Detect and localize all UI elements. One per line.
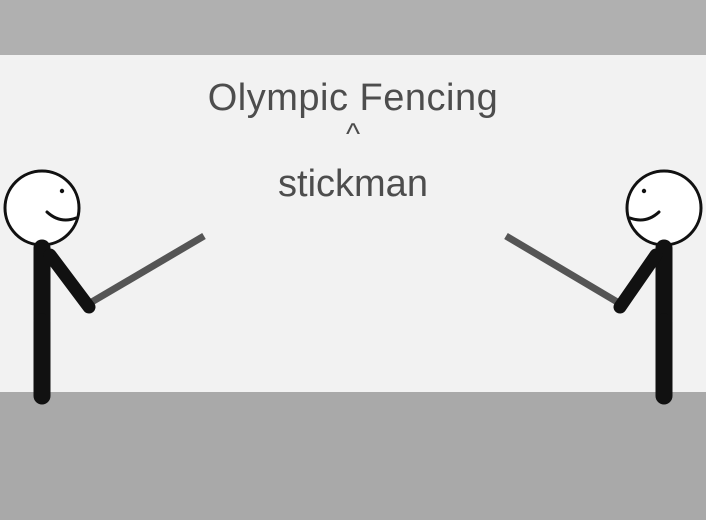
game-title: Olympic Fencing [207,77,499,119]
right-sword[interactable] [504,232,621,307]
arena-floor [0,392,706,520]
left-stickman[interactable] [0,160,220,405]
left-sword[interactable] [88,232,206,307]
left-mouth [45,210,78,222]
top-band [0,0,706,55]
arena-wall [0,55,706,392]
right-mouth [628,210,661,222]
game-subtitle: stickman [278,163,428,205]
right-eye [641,188,647,194]
title-block: Olympic Fencing ^ stickman [0,70,706,208]
caret-icon: ^ [345,118,361,151]
left-head [3,169,81,247]
right-head [625,169,703,247]
right-stickman[interactable] [486,160,706,405]
right-arm [613,248,663,314]
left-arm [43,248,96,314]
left-eye [59,188,65,194]
